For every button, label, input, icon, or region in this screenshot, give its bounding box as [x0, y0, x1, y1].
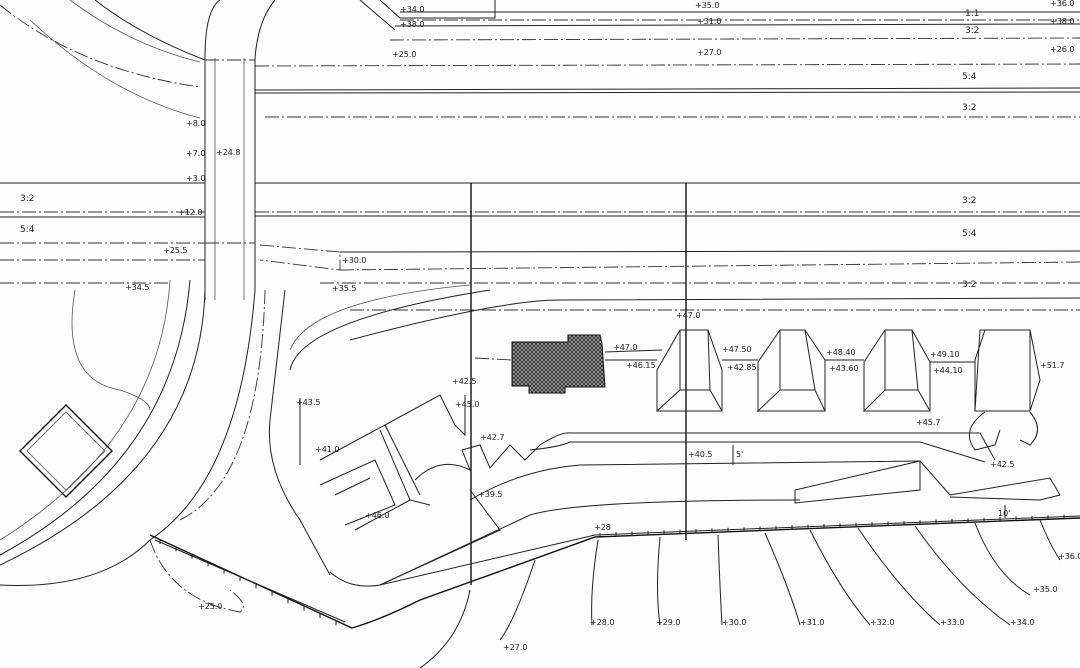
terrace-lines — [0, 11, 1080, 311]
elevation-label: +47.0 — [613, 343, 638, 352]
slope-label: 5:4 — [962, 72, 977, 82]
contour-label: +28.0 — [590, 618, 615, 627]
slope-label: 3:2 — [962, 196, 976, 206]
slope-label: 3:2 — [965, 26, 979, 36]
contour-label: +27.0 — [503, 643, 528, 652]
elevation-label: +43.60 — [829, 364, 859, 373]
slope-label: 5:4 — [962, 229, 977, 239]
contour-label: +31.0 — [800, 618, 825, 627]
elevation-label: +35.0 — [695, 1, 720, 10]
wall-ticks — [159, 514, 1065, 626]
elevation-label: +48.40 — [826, 348, 856, 357]
slope-label: 1:1 — [965, 9, 979, 19]
terraced-units — [655, 329, 1041, 451]
elevation-label: +27.0 — [697, 48, 722, 57]
elevation-label: +43.5 — [296, 398, 321, 407]
elevation-label: +42.7 — [480, 433, 505, 442]
existing-building — [474, 334, 663, 394]
slope-label: 5:4 — [20, 225, 35, 235]
left-building-labels: +43.5 +42.5 +45.0 +41.0 +42.7 +40.5 +39.… — [296, 377, 1010, 532]
upper-left-road — [0, 0, 496, 119]
elevation-label: +34.0 — [400, 5, 425, 14]
slope-labels: 1:1 3:2 5:4 3:2 3:2 5:4 3:2 3:2 5:4 — [20, 9, 979, 290]
road-elevation-labels: +8.0 +7.0 +3.0 +12.0 +24.8 +25.5 +30.0 +… — [125, 119, 367, 293]
elevation-label: +46.0 — [365, 511, 390, 520]
elevation-label: +28 — [594, 523, 611, 532]
elevation-label: +42.5 — [452, 377, 477, 386]
elevation-label: +30.0 — [342, 256, 367, 265]
left-building — [299, 394, 1061, 586]
elevation-label: +40.5 — [688, 450, 713, 459]
slope-label: 3:2 — [962, 103, 976, 113]
contour-label: +25.0 — [198, 602, 223, 611]
elevation-label: +47.0 — [676, 311, 701, 320]
access-road — [204, 58, 256, 300]
slope-label: 3:2 — [20, 194, 34, 204]
curved-road — [0, 279, 1080, 586]
top-elevation-labels: +34.0 +38.0 +25.0 +35.0 +31.0 +27.0 +36.… — [392, 0, 1075, 59]
elevation-label: +46.15 — [626, 361, 656, 370]
elevation-label: +38.0 — [1050, 17, 1075, 26]
elevation-label: +31.0 — [697, 17, 722, 26]
contour-label: +30.0 — [722, 618, 747, 627]
elevation-label: +36.0 — [1050, 0, 1075, 8]
contour-labels: +25.0 +27.0 +28.0 +29.0 +30.0 +31.0 +32.… — [198, 552, 1080, 652]
elevation-label: +25.0 — [392, 50, 417, 59]
elevation-label: +12.0 — [178, 208, 203, 217]
elevation-label: +39.5 — [478, 490, 503, 499]
elevation-label: +26.0 — [1050, 45, 1075, 54]
elevation-label: +51.7 — [1040, 361, 1065, 370]
elevation-label: +49.10 — [930, 350, 960, 359]
elevation-label: +7.0 — [186, 149, 205, 158]
elevation-label: +45.0 — [455, 400, 480, 409]
elevation-label: +42.5 — [990, 460, 1015, 469]
contour-label: +35.0 — [1033, 585, 1058, 594]
contour-lines — [149, 519, 1061, 668]
elevation-label: +41.0 — [315, 445, 340, 454]
elevation-label: +38.0 — [400, 20, 425, 29]
dimension-label: 5' — [736, 450, 743, 459]
slope-label: 3:2 — [962, 280, 976, 290]
dimension-label: 10' — [998, 509, 1010, 518]
contour-label: +36.0 — [1058, 552, 1080, 561]
diamond-planter — [19, 404, 113, 498]
elevation-label: +3.0 — [186, 174, 205, 183]
elevation-label: +8.0 — [186, 119, 205, 128]
retaining-wall — [149, 515, 1080, 629]
building-elevation-labels: +47.0 +47.0 +46.15 +47.50 +42.85 +48.40 … — [613, 311, 1065, 469]
elevation-label: +44.10 — [933, 366, 963, 375]
contour-label: +29.0 — [656, 618, 681, 627]
contour-label: +32.0 — [870, 618, 895, 627]
elevation-label: +45.7 — [916, 418, 941, 427]
elevation-label: +25.5 — [163, 246, 188, 255]
elevation-label: +24.8 — [216, 148, 241, 157]
elevation-label: +35.5 — [332, 284, 357, 293]
contour-label: +34.0 — [1010, 618, 1035, 627]
elevation-label: +42.85 — [727, 363, 757, 372]
elevation-label: +34.5 — [125, 283, 150, 292]
elevation-label: +47.50 — [722, 345, 752, 354]
contour-label: +33.0 — [940, 618, 965, 627]
